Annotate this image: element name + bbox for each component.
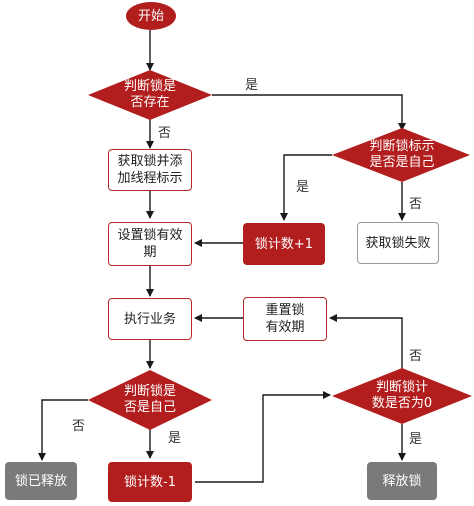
edge-d1-d2	[212, 94, 406, 131]
edge-label-d4-no: 否	[409, 349, 423, 364]
decision-lock-owner	[332, 128, 470, 182]
edge-label-d3-yes: 是	[168, 431, 182, 446]
edge-countdec-d4	[195, 391, 331, 483]
decision-count-zero-label: 判断锁计 数是否为0	[371, 380, 433, 411]
start-label: 开始	[137, 8, 164, 24]
decision-lock-exists	[88, 70, 212, 120]
lock-released-box: 锁已释放	[5, 462, 77, 500]
edge-d3-released	[38, 399, 88, 461]
count-decrement-box: 锁计数-1	[108, 462, 192, 502]
decision-count-zero	[332, 368, 472, 424]
decision-lock-exists-label: 判断锁是 否存在	[123, 79, 176, 110]
edge-label-d1-no: 否	[158, 126, 172, 141]
edge-label-d3-no: 否	[72, 419, 86, 434]
decision-is-own-lock	[88, 370, 212, 430]
lock-released-label: 锁已释放	[14, 473, 67, 489]
execute-business-label: 执行业务	[123, 311, 176, 327]
release-lock-box: 释放锁	[367, 462, 437, 500]
edge-label-d2-no: 否	[409, 197, 423, 212]
decision-is-own-lock-label: 判断锁是 否是自己	[123, 384, 176, 415]
execute-business-box: 执行业务	[108, 298, 192, 340]
acquire-fail-box: 获取锁失败	[357, 222, 439, 264]
edge-label-d2-yes: 是	[296, 180, 310, 195]
edge-label-d1-yes: 是	[245, 78, 259, 93]
edge-d4-reset	[329, 314, 403, 370]
count-increment-label: 锁计数+1	[254, 236, 314, 252]
decision-lock-owner-label: 判断锁标示 是否是自己	[369, 139, 435, 170]
acquire-lock-box: 获取锁并添 加线程标示	[108, 149, 192, 191]
set-expiry-box: 设置锁有效 期	[108, 222, 192, 266]
count-increment-box: 锁计数+1	[243, 223, 325, 265]
acquire-fail-label: 获取锁失败	[365, 235, 431, 251]
edge-d2-countinc	[280, 154, 332, 221]
count-decrement-label: 锁计数-1	[124, 474, 176, 490]
start-node: 开始	[126, 2, 176, 30]
release-lock-label: 释放锁	[382, 473, 422, 489]
edge-label-d4-yes: 是	[409, 432, 423, 447]
reset-expiry-box: 重置锁 有效期	[243, 297, 327, 341]
